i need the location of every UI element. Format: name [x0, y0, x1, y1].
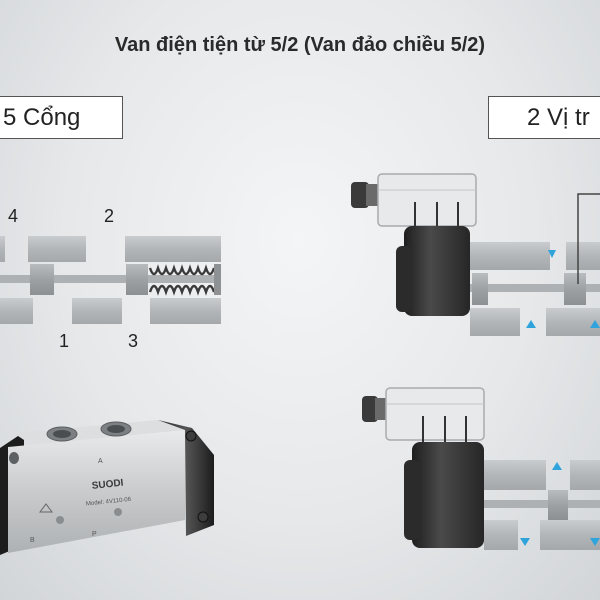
- body-block: [470, 242, 550, 270]
- body-block: [470, 308, 520, 336]
- body-block: [72, 298, 122, 324]
- body-block: [125, 236, 221, 262]
- body-block: [570, 460, 600, 490]
- page-title: Van điện tiện từ 5/2 (Van đảo chiều 5/2): [114, 34, 486, 56]
- left-cross-section: [0, 236, 221, 324]
- body-block: [566, 242, 600, 270]
- valve-marking-b: B: [30, 537, 35, 544]
- body-block: [0, 236, 5, 262]
- mounting-hole: [114, 508, 122, 516]
- body-block: [484, 520, 518, 550]
- flow-arrow-icon: [548, 250, 556, 258]
- flow-arrow-icon: [526, 320, 536, 328]
- spool-rod: [0, 275, 221, 283]
- flow-arrow-icon: [590, 538, 600, 546]
- body-block: [546, 308, 600, 336]
- screw-icon: [197, 511, 209, 523]
- ports-label: 5 Cổng: [0, 96, 123, 139]
- flow-arrow-icon: [590, 320, 600, 328]
- body-block: [150, 298, 221, 324]
- valve-product-image: A SUODI Model: 4V110-06 B P: [0, 420, 214, 555]
- cable: [351, 182, 369, 208]
- solenoid-valve-position-2: [362, 387, 600, 550]
- coil: [404, 226, 470, 316]
- spool-rod: [470, 284, 600, 292]
- valve-marking-p: P: [92, 531, 97, 538]
- connector-housing: [377, 173, 477, 227]
- ports-label-text: 5 Cổng: [3, 103, 81, 131]
- port-hole: [107, 425, 125, 433]
- cable-gland: [366, 184, 380, 206]
- valve-end-cap: [158, 420, 214, 536]
- flow-arrow-icon: [552, 462, 562, 470]
- port-hole: [53, 430, 71, 438]
- valve-marking-a: A: [98, 458, 103, 465]
- screw-icon: [185, 430, 197, 442]
- valve-brand-text: SUODI: [91, 478, 124, 492]
- body-block: [0, 298, 33, 324]
- valve-body-front: [8, 430, 185, 553]
- body-block: [484, 460, 546, 490]
- coil: [412, 442, 484, 548]
- positions-label-text: 2 Vị tr: [527, 103, 590, 131]
- valve-logo-mark: [39, 503, 53, 513]
- body-block: [540, 520, 600, 550]
- spring-icon: [148, 264, 216, 296]
- port-1-label: 1: [59, 331, 70, 351]
- cable: [362, 396, 378, 422]
- coil-end: [404, 460, 420, 540]
- spool-land: [126, 264, 148, 295]
- spring-seat: [214, 264, 221, 295]
- spool-land: [564, 273, 586, 305]
- spool-land: [548, 490, 568, 520]
- mounting-hole: [56, 516, 64, 524]
- connector-housing: [385, 387, 485, 441]
- flow-arrow-icon: [520, 538, 530, 546]
- port-hole: [9, 452, 19, 464]
- port-3-label: 3: [128, 331, 139, 351]
- spool-rod: [484, 500, 600, 508]
- spool-land: [472, 273, 488, 305]
- coil-end: [396, 246, 412, 312]
- solenoid-valve-position-1: [351, 173, 600, 336]
- positions-label: 2 Vị tr: [488, 96, 600, 139]
- valve-model-text: Model: 4V110-06: [86, 497, 132, 508]
- spool-land: [30, 264, 54, 295]
- port-4-label: 4: [8, 206, 19, 226]
- port-2-label: 2: [104, 206, 115, 226]
- pilot-line: [577, 193, 600, 284]
- body-block: [28, 236, 86, 262]
